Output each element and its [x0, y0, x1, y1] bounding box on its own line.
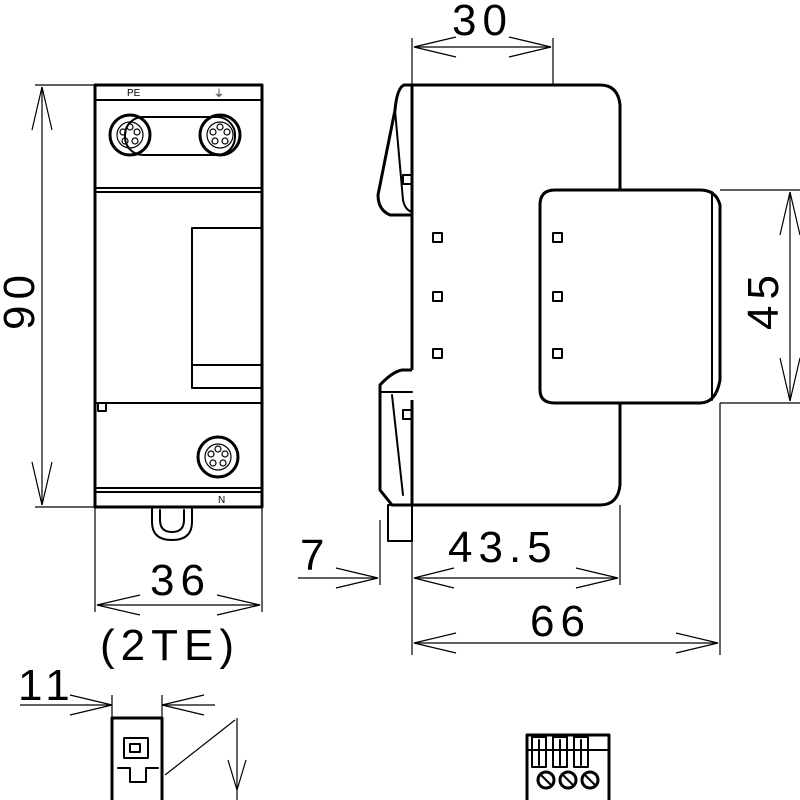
dim-11-text: 11	[18, 661, 76, 710]
screw-top-right	[198, 113, 242, 157]
detail-view-right	[525, 733, 611, 800]
ground-symbol-label: ⏚	[214, 88, 224, 100]
side-view	[376, 83, 722, 542]
dim-height-45: 45	[720, 189, 800, 404]
screw-bottom	[196, 435, 240, 479]
dim-offset-7: 7	[298, 520, 455, 655]
dim-height-90: 90	[0, 84, 95, 508]
front-view: PE ⏚ N	[93, 83, 264, 541]
dim-30-text: 30	[452, 0, 513, 45]
dim-7-text: 7	[300, 531, 330, 580]
dim-90-text: 90	[0, 269, 44, 330]
pe-label: PE	[127, 88, 141, 99]
neutral-label: N	[218, 495, 225, 506]
detail-view-left: 11	[18, 661, 247, 800]
dim-depth-30: 30	[411, 0, 554, 85]
screw-top-left	[108, 113, 152, 157]
dim-2te-text: (2TE)	[100, 621, 240, 670]
dim-45-text: 45	[739, 269, 788, 330]
dim-depth-66: 66	[413, 403, 721, 655]
dim-36-text: 36	[150, 556, 211, 605]
dim-66-text: 66	[530, 597, 591, 646]
dim-43-5-text: 43.5	[448, 523, 558, 572]
dim-depth-43-5: 43.5	[414, 505, 621, 589]
dim-width-36: 36 (2TE)	[94, 507, 263, 670]
